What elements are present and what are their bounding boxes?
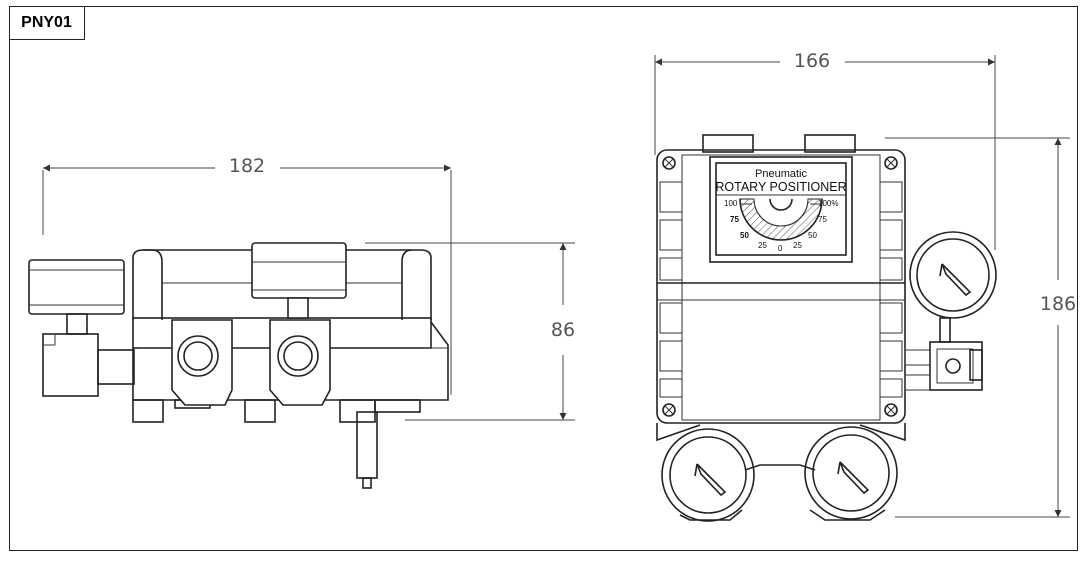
scale-left-75: 75: [730, 215, 739, 224]
dimension-side-width: 182: [42, 155, 452, 395]
dimension-text-86: 86: [551, 319, 575, 341]
front-side-connector: [904, 341, 983, 391]
front-view: 166 186: [654, 50, 1076, 522]
corner-screw-icons: [662, 156, 898, 417]
front-bottom-gauge-left: [661, 428, 755, 522]
side-left-gauge: [28, 259, 135, 397]
scale-left-25: 25: [758, 241, 767, 250]
dimension-text-186: 186: [1040, 293, 1076, 315]
nameplate-line1: Pneumatic: [755, 168, 807, 180]
rotary-dial: [739, 198, 823, 241]
scale-right-75: 75: [818, 215, 827, 224]
scale-right-25: 25: [793, 241, 802, 250]
side-shaft: [356, 411, 378, 489]
dimension-front-height: 186: [885, 137, 1076, 518]
dimension-front-width: 166: [654, 50, 996, 250]
scale-left-100: 100: [724, 199, 738, 208]
dimension-side-height: 86: [365, 242, 575, 421]
scale-right-100: 100%: [818, 199, 838, 208]
scale-left-50: 50: [740, 231, 749, 240]
side-center-gauge: [251, 242, 347, 319]
dimension-text-166: 166: [794, 50, 830, 72]
nameplate-line2: ROTARY POSITIONER: [715, 180, 846, 194]
front-bottom-gauge-right: [804, 426, 898, 520]
front-top-tab-left: [702, 134, 754, 153]
model-label: PNY01: [9, 6, 85, 40]
front-left-ribs: [659, 181, 683, 398]
side-port-right: [269, 319, 331, 406]
scale-center-0: 0: [778, 244, 783, 253]
front-right-gauge: [909, 231, 997, 343]
front-housing: [656, 149, 906, 424]
side-view: 182 86: [28, 155, 575, 489]
scale-right-50: 50: [808, 231, 817, 240]
nameplate: Pneumatic ROTARY POSITIONER 100 75 50 25…: [709, 156, 853, 263]
front-top-tab-right: [804, 134, 856, 153]
front-bottom-manifold: [656, 423, 906, 521]
drawing-frame: [9, 6, 1078, 551]
side-port-left: [171, 319, 233, 406]
dimension-text-182: 182: [229, 155, 265, 177]
front-right-ribs: [879, 181, 903, 398]
